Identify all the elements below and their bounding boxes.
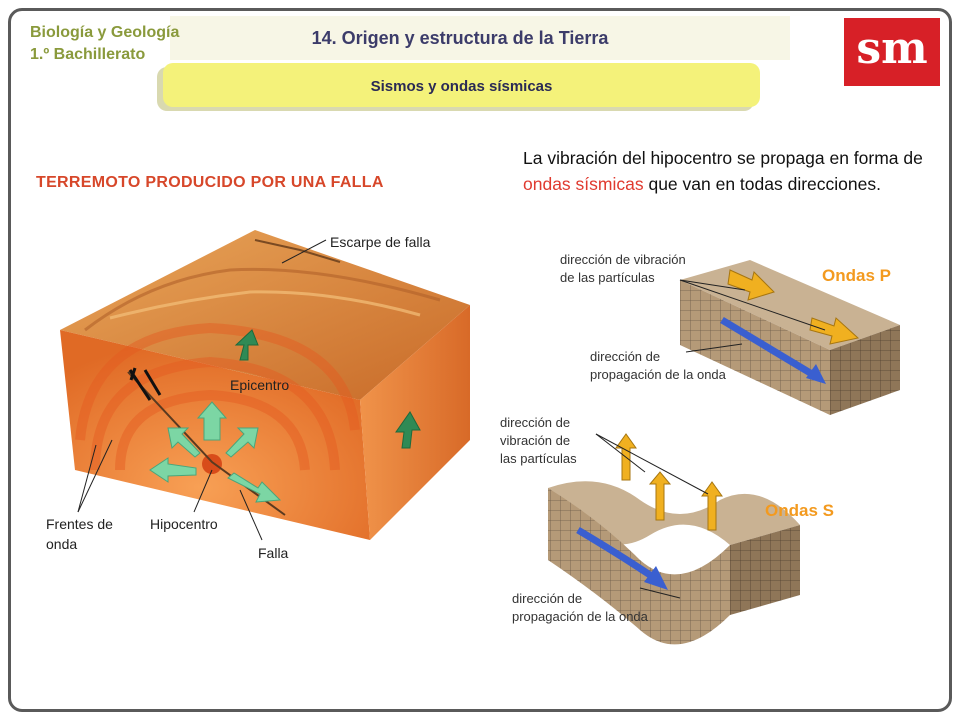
p-block-side xyxy=(830,325,900,415)
s-propagation-line-1: dirección de xyxy=(512,591,583,606)
p-propagation-line-2: propagación de la onda xyxy=(590,367,726,382)
p-propagation-line-1: dirección de xyxy=(590,349,661,364)
course-line-1: Biología y Geología xyxy=(30,24,180,41)
intro-text-start: La vibración del hipocentro se propaga e… xyxy=(523,148,923,168)
label-frentes-de-onda: Frentes de onda xyxy=(46,514,113,554)
subtitle-bar xyxy=(163,63,760,107)
p-propagation-label: dirección de propagación de la onda xyxy=(590,348,726,384)
course-label: Biología y Geología 1.º Bachillerato xyxy=(30,22,179,66)
course-line-2: 1.º Bachillerato xyxy=(30,46,146,63)
s-waves-title: Ondas S xyxy=(765,501,834,520)
slide-subtitle: Sismos y ondas sísmicas xyxy=(370,78,553,95)
intro-highlight: ondas sísmicas xyxy=(523,174,644,194)
s-waves-illustration xyxy=(548,433,800,645)
p-waves-title: Ondas P xyxy=(822,266,891,285)
header-band xyxy=(170,16,790,60)
s-propagation-arrow xyxy=(576,526,652,578)
p-waves-illustration xyxy=(679,260,900,415)
surface-arrows xyxy=(234,329,421,449)
p-vibration-label: dirección de vibración de las partículas xyxy=(560,251,686,287)
s-propagation-line-2: propagación de la onda xyxy=(512,609,648,624)
p-vibration-arrows xyxy=(727,269,860,345)
s-vibration-line-2: vibración de xyxy=(500,433,571,448)
label-falla: Falla xyxy=(258,545,289,561)
hypocenter-dot xyxy=(202,454,222,474)
unit-title: 14. Origen y estructura de la Tierra xyxy=(311,28,609,48)
label-hipocentro: Hipocentro xyxy=(150,516,218,532)
s-propagation-label: dirección de propagación de la onda xyxy=(512,590,648,626)
p-propagation-arrow xyxy=(720,316,814,378)
publisher-logo: sm xyxy=(844,18,940,86)
fault-block-illustration xyxy=(60,230,470,541)
s-vibration-line-1: dirección de xyxy=(500,415,571,430)
p-vibration-line-2: de las partículas xyxy=(560,270,655,285)
p-vibration-line-1: dirección de vibración xyxy=(560,252,686,267)
fault-earthquake-heading: TERREMOTO PRODUCIDO POR UNA FALLA xyxy=(36,174,384,191)
label-frentes-line-1: Frentes de xyxy=(46,516,113,532)
s-block-top xyxy=(548,481,800,545)
s-block-side xyxy=(730,525,800,615)
intro-text-end: que van en todas direcciones. xyxy=(643,174,881,194)
label-epicentro: Epicentro xyxy=(230,377,290,393)
label-escarpe: Escarpe de falla xyxy=(330,234,431,250)
intro-paragraph: La vibración del hipocentro se propaga e… xyxy=(523,145,943,197)
label-frentes-line-2: onda xyxy=(46,536,78,552)
s-vibration-label: dirección de vibración de las partículas xyxy=(500,414,577,468)
p-block-front xyxy=(680,280,830,415)
s-vibration-line-3: las partículas xyxy=(500,451,577,466)
block-top xyxy=(60,230,470,400)
